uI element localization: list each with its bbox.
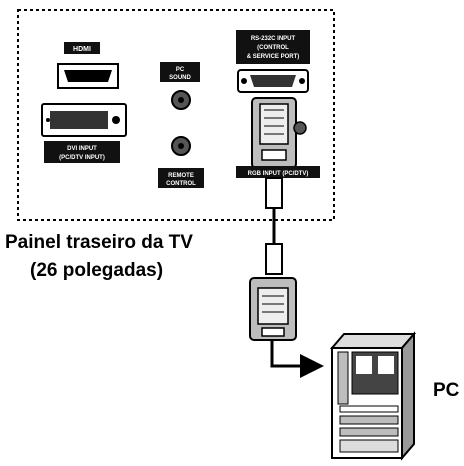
hdmi-port-icon — [57, 63, 119, 89]
hdmi-group: HDMI — [57, 42, 119, 89]
pc-sound-label-line1: PC — [176, 67, 185, 73]
dvi-group: DVI INPUT (PC/DTV INPUT) — [41, 103, 127, 163]
pc-sound-group: PC SOUND — [160, 62, 200, 110]
tv-back-panel — [17, 9, 335, 221]
pc-sound-label-box — [160, 62, 200, 82]
rs232c-label-line1: RS-232C INPUT — [251, 36, 296, 42]
rs232c-label-line3: & SERVICE PORT) — [247, 54, 300, 60]
pc-sound-label-line2: SOUND — [169, 75, 191, 81]
caption-line1: Painel traseiro da TV — [5, 232, 193, 253]
rgb-label: RGB INPUT (PC/DTV) — [248, 171, 309, 177]
dvi-label-box — [44, 141, 120, 163]
caption-line2: (26 polegadas) — [30, 260, 164, 281]
hdmi-label: HDMI — [73, 46, 91, 53]
rs232c-label-box — [236, 30, 310, 64]
remote-group: REMOTE CONTROL — [158, 136, 204, 188]
remote-label-box — [158, 168, 204, 188]
dvi-label-line1: DVI INPUT — [67, 146, 97, 152]
remote-label-line2: CONTROL — [166, 181, 196, 187]
pc-label: PC — [433, 380, 460, 401]
audio-jack-icon — [171, 90, 191, 110]
rs232c-group: RS-232C INPUT (CONTROL & SERVICE PORT) — [236, 30, 310, 93]
rgb-label-box — [236, 166, 320, 178]
arrow-icon — [270, 340, 324, 378]
tv-vga-connector-icon — [251, 97, 307, 169]
pc-vga-connector-icon — [249, 277, 297, 341]
dvi-port-icon — [41, 103, 127, 137]
remote-label-line1: REMOTE — [168, 173, 194, 179]
pc-tower-icon — [329, 331, 417, 461]
hdmi-label-box — [64, 42, 100, 54]
vga-cable — [265, 177, 283, 275]
dvi-label-line2: (PC/DTV INPUT) — [59, 155, 105, 161]
serial-port-icon — [237, 69, 309, 93]
remote-jack-icon — [171, 136, 191, 156]
rs232c-label-line2: (CONTROL — [257, 45, 289, 51]
